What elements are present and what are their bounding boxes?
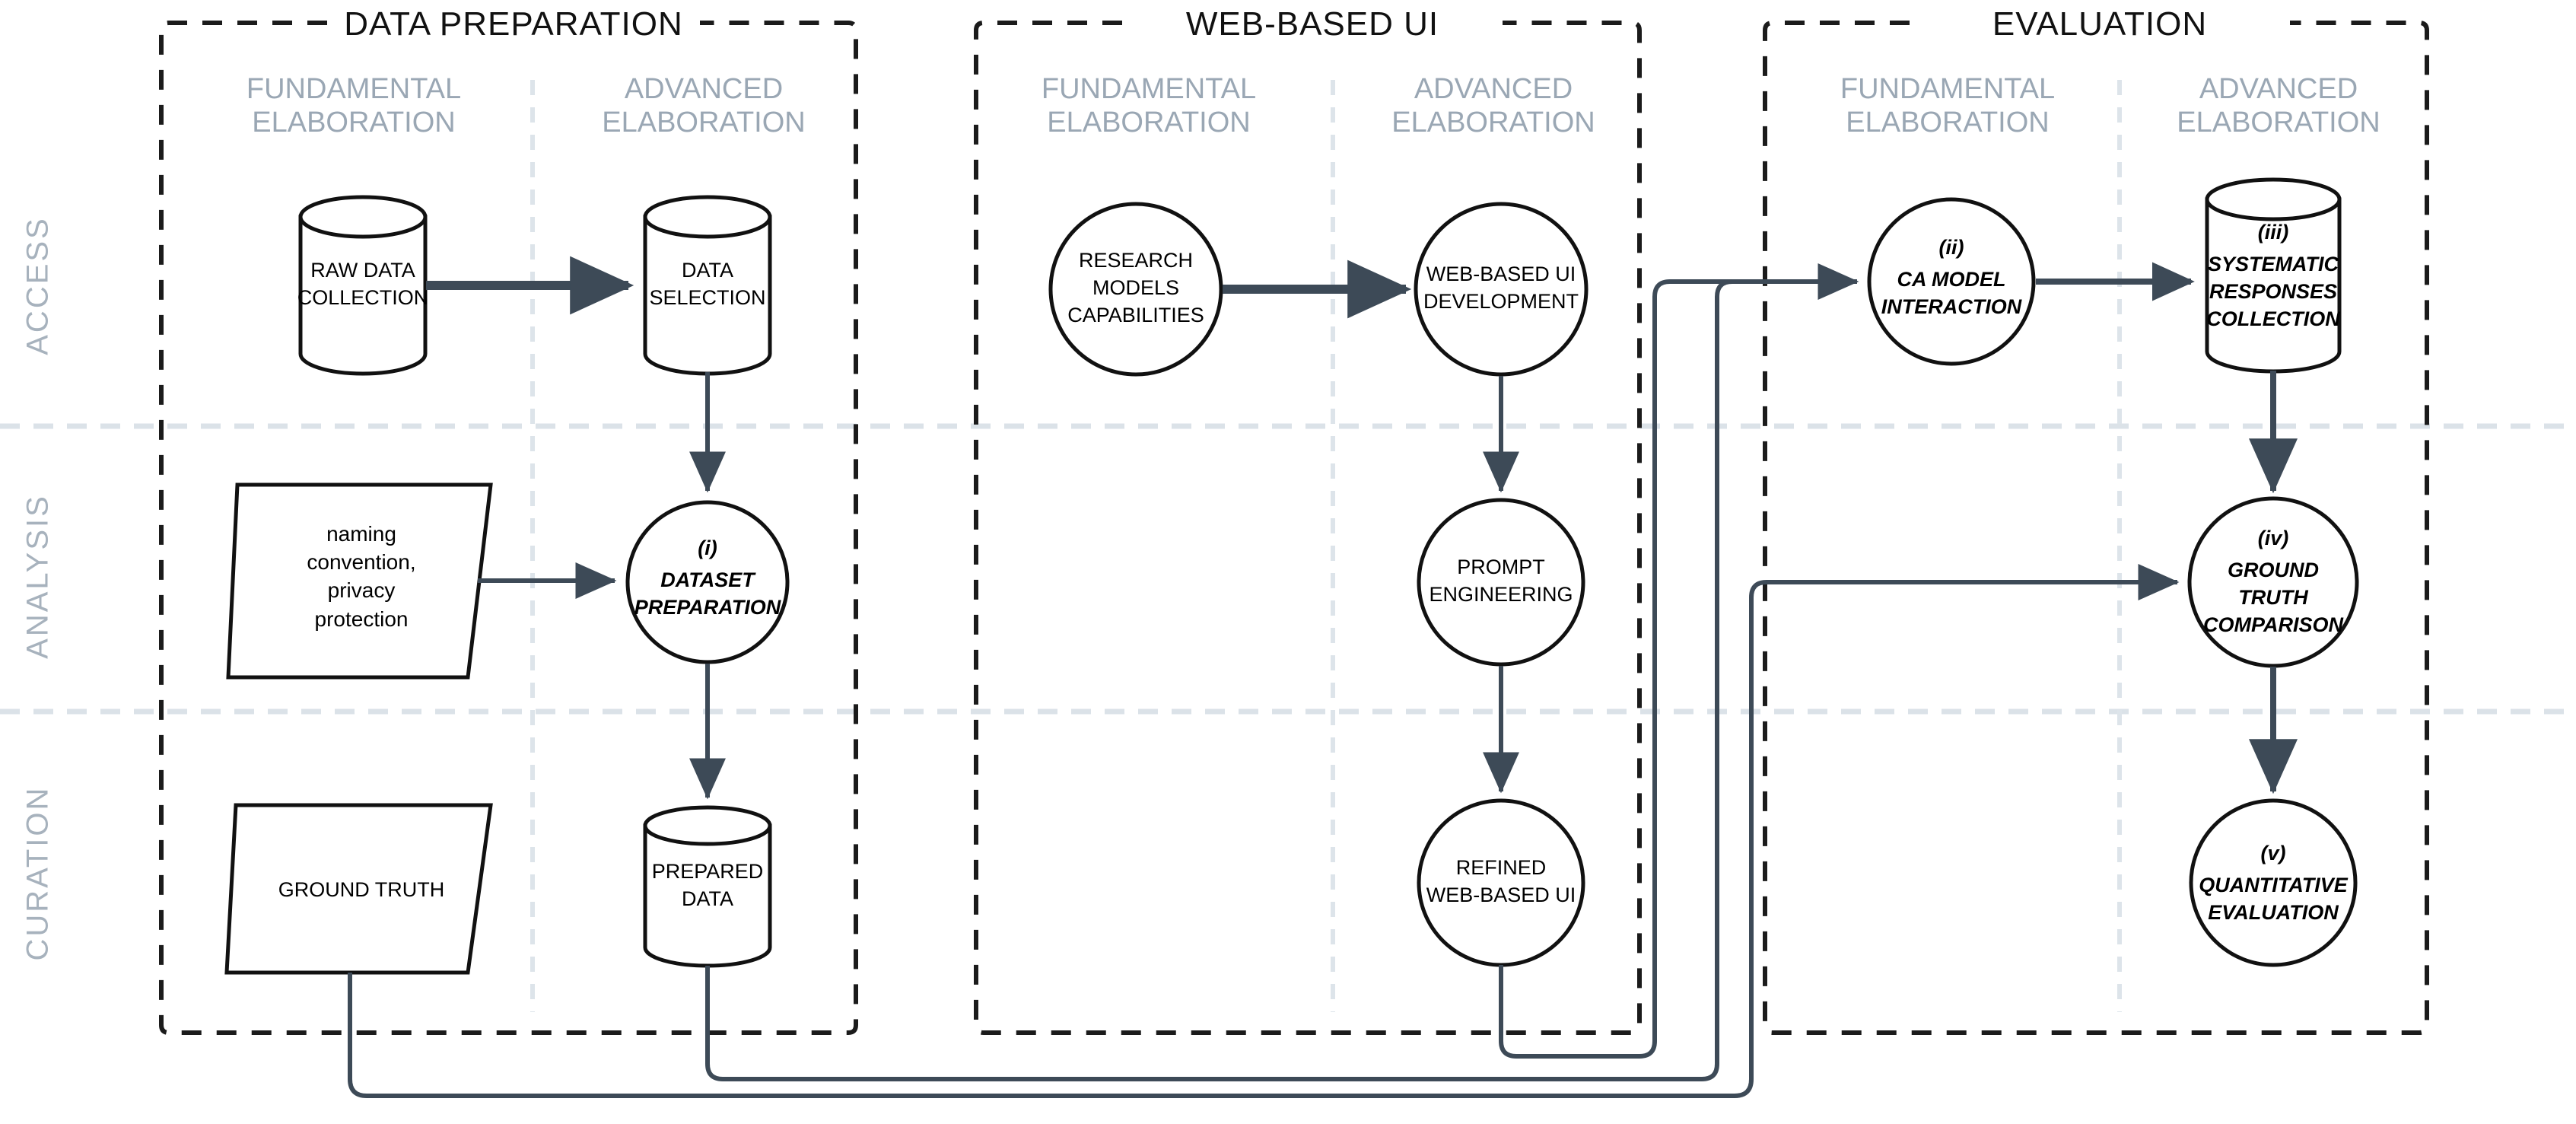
node-ground-truth[interactable] [224, 803, 493, 975]
column-label-line1: FUNDAMENTAL [1840, 73, 2056, 105]
column-label-line1: FUNDAMENTAL [1041, 73, 1257, 105]
column-label-line2: ELABORATION [2177, 107, 2380, 139]
column-label-ui-fundamental: FUNDAMENTAL ELABORATION [989, 72, 1309, 139]
node-quantitative-evaluation[interactable] [2189, 798, 2358, 967]
column-label-line1: ADVANCED [1414, 73, 1573, 105]
node-refined-web-based-ui[interactable] [1417, 798, 1585, 967]
edge-group [348, 256, 2298, 1098]
node-dataset-preparation[interactable] [625, 500, 790, 664]
section-border-group [159, 21, 2429, 1035]
column-label-ui-advanced: ADVANCED ELABORATION [1353, 72, 1634, 139]
node-systematic-responses-collection[interactable] [2205, 177, 2342, 374]
section-title-evaluation: EVALUATION [1992, 5, 2208, 43]
column-label-line2: ELABORATION [1846, 107, 2050, 139]
section-title-web-based-ui: WEB-BASED UI [1185, 5, 1439, 43]
section-border-data-preparation [159, 21, 858, 1035]
column-label-line2: ELABORATION [602, 107, 806, 139]
column-label-line2: ELABORATION [1047, 107, 1251, 139]
row-label-analysis: ANALYSIS [21, 494, 55, 659]
column-label-ev-advanced: ADVANCED ELABORATION [2138, 72, 2419, 139]
column-label-dp-fundamental: FUNDAMENTAL ELABORATION [194, 72, 514, 139]
column-label-line2: ELABORATION [252, 107, 456, 139]
column-label-ev-fundamental: FUNDAMENTAL ELABORATION [1788, 72, 2107, 139]
node-prepared-data[interactable] [643, 805, 772, 968]
node-prompt-engineering[interactable] [1417, 498, 1585, 667]
section-border-web-based-ui [974, 21, 1642, 1035]
section-border-evaluation [1763, 21, 2429, 1035]
node-web-based-ui-development[interactable] [1414, 202, 1589, 377]
column-divider-group [530, 80, 2122, 1012]
row-label-curation: CURATION [21, 785, 55, 961]
node-data-selection[interactable] [643, 195, 772, 376]
node-ca-model-interaction[interactable] [1867, 197, 2036, 366]
column-label-line2: ELABORATION [1391, 107, 1595, 139]
node-ground-truth-comparison[interactable] [2187, 496, 2359, 668]
row-divider-group [0, 423, 2576, 715]
edge-prepared-data-to-ca-model [705, 279, 1857, 1081]
column-label-line1: ADVANCED [624, 73, 784, 105]
column-label-line1: FUNDAMENTAL [246, 73, 462, 105]
edge-refined-web-ui-to-ca-model [1499, 263, 1859, 1059]
edge-ground-truth-to-ground-truth-comparison [348, 564, 2180, 1098]
node-raw-data-collection[interactable] [298, 195, 428, 376]
column-label-line1: ADVANCED [2199, 73, 2358, 105]
node-research-models-capabilities[interactable] [1048, 202, 1223, 377]
row-label-access: ACCESS [21, 216, 55, 355]
node-naming-convention-privacy[interactable] [226, 482, 493, 680]
section-title-data-preparation: DATA PREPARATION [344, 5, 683, 43]
column-label-dp-advanced: ADVANCED ELABORATION [555, 72, 852, 139]
